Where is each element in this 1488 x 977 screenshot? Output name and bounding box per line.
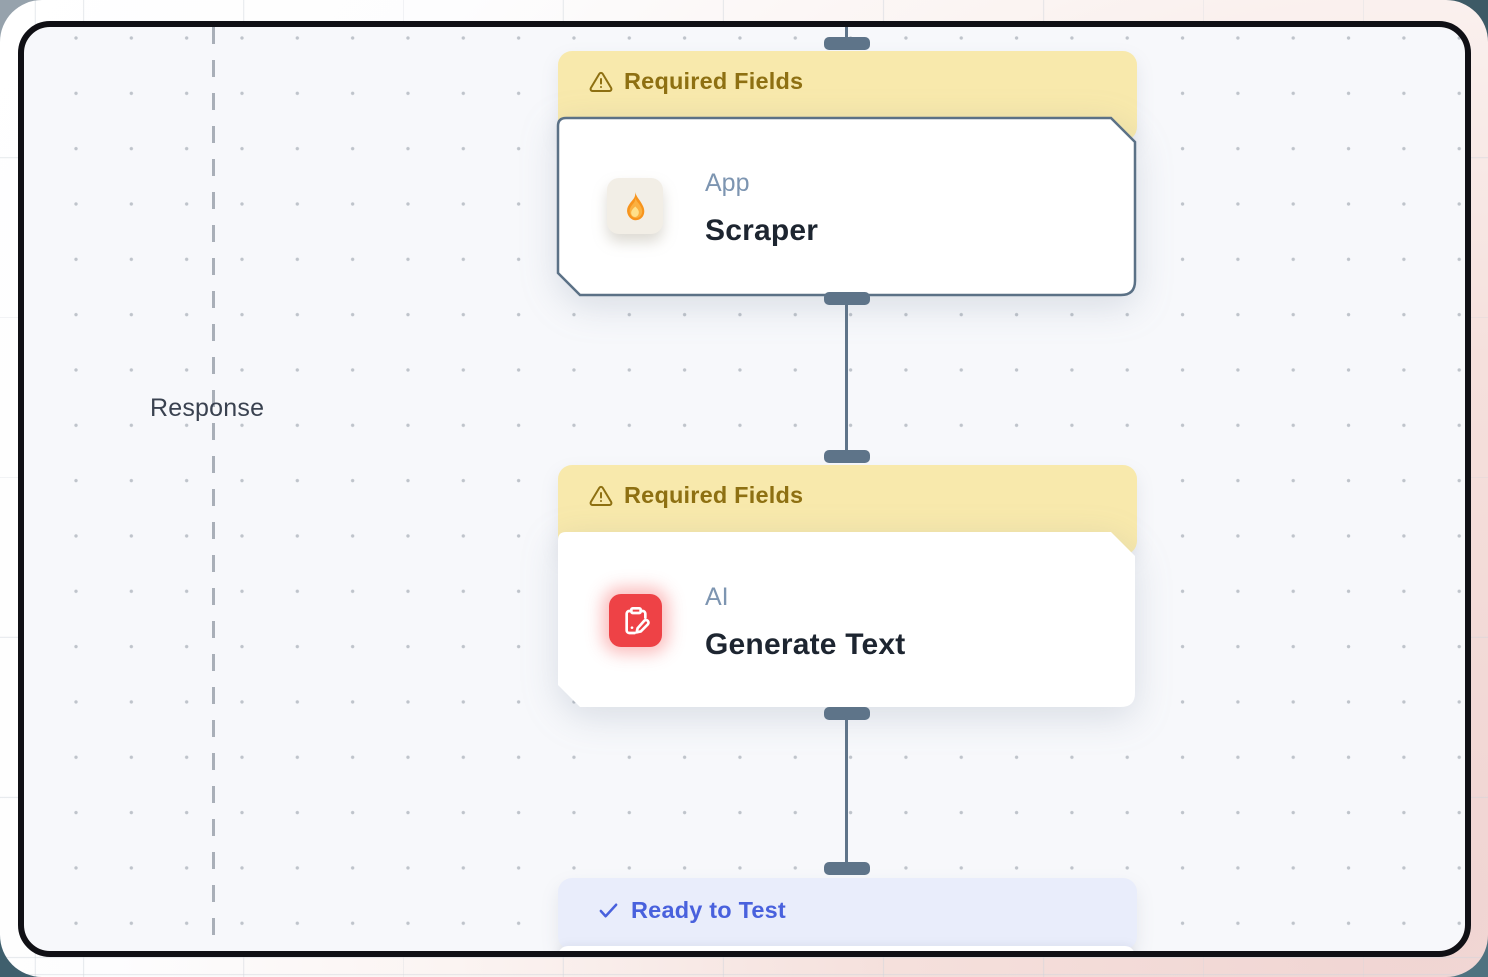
next-step-status-banner[interactable]: Ready to Test bbox=[558, 878, 1137, 950]
next-step-banner-label: Ready to Test bbox=[631, 897, 786, 923]
edge-incoming bbox=[845, 27, 848, 38]
workflow-canvas[interactable]: Response Required Fields App Scraper bbox=[24, 27, 1465, 951]
next-step-input-handle[interactable] bbox=[824, 862, 870, 875]
scraper-banner-label: Required Fields bbox=[624, 68, 804, 94]
scraper-title: Scraper bbox=[705, 214, 819, 247]
response-label: Response bbox=[150, 394, 265, 422]
generate-text-node-card[interactable] bbox=[558, 532, 1135, 707]
generate-text-category-label: AI bbox=[705, 583, 729, 611]
fire-icon bbox=[607, 178, 663, 234]
check-icon bbox=[597, 899, 620, 922]
warning-triangle-icon bbox=[589, 70, 613, 94]
generate-text-input-handle[interactable] bbox=[824, 450, 870, 463]
edge-scraper-to-generate-text bbox=[845, 305, 848, 451]
generate-text-title: Generate Text bbox=[705, 628, 906, 661]
scraper-node-card[interactable] bbox=[556, 116, 1137, 297]
scraper-output-handle[interactable] bbox=[824, 292, 870, 305]
warning-triangle-icon bbox=[589, 484, 613, 508]
generate-text-node-body[interactable]: AI Generate Text bbox=[558, 532, 1135, 707]
generate-text-output-handle[interactable] bbox=[824, 707, 870, 720]
response-guide-line bbox=[212, 27, 215, 951]
scraper-category-label: App bbox=[705, 169, 750, 197]
edge-generate-text-to-next bbox=[845, 720, 848, 863]
clipboard-edit-icon bbox=[609, 594, 662, 647]
scraper-input-handle[interactable] bbox=[824, 37, 870, 50]
generate-text-banner-label: Required Fields bbox=[624, 482, 804, 508]
next-step-node-card[interactable] bbox=[558, 946, 1135, 951]
scraper-node-body[interactable]: App Scraper bbox=[558, 118, 1135, 295]
